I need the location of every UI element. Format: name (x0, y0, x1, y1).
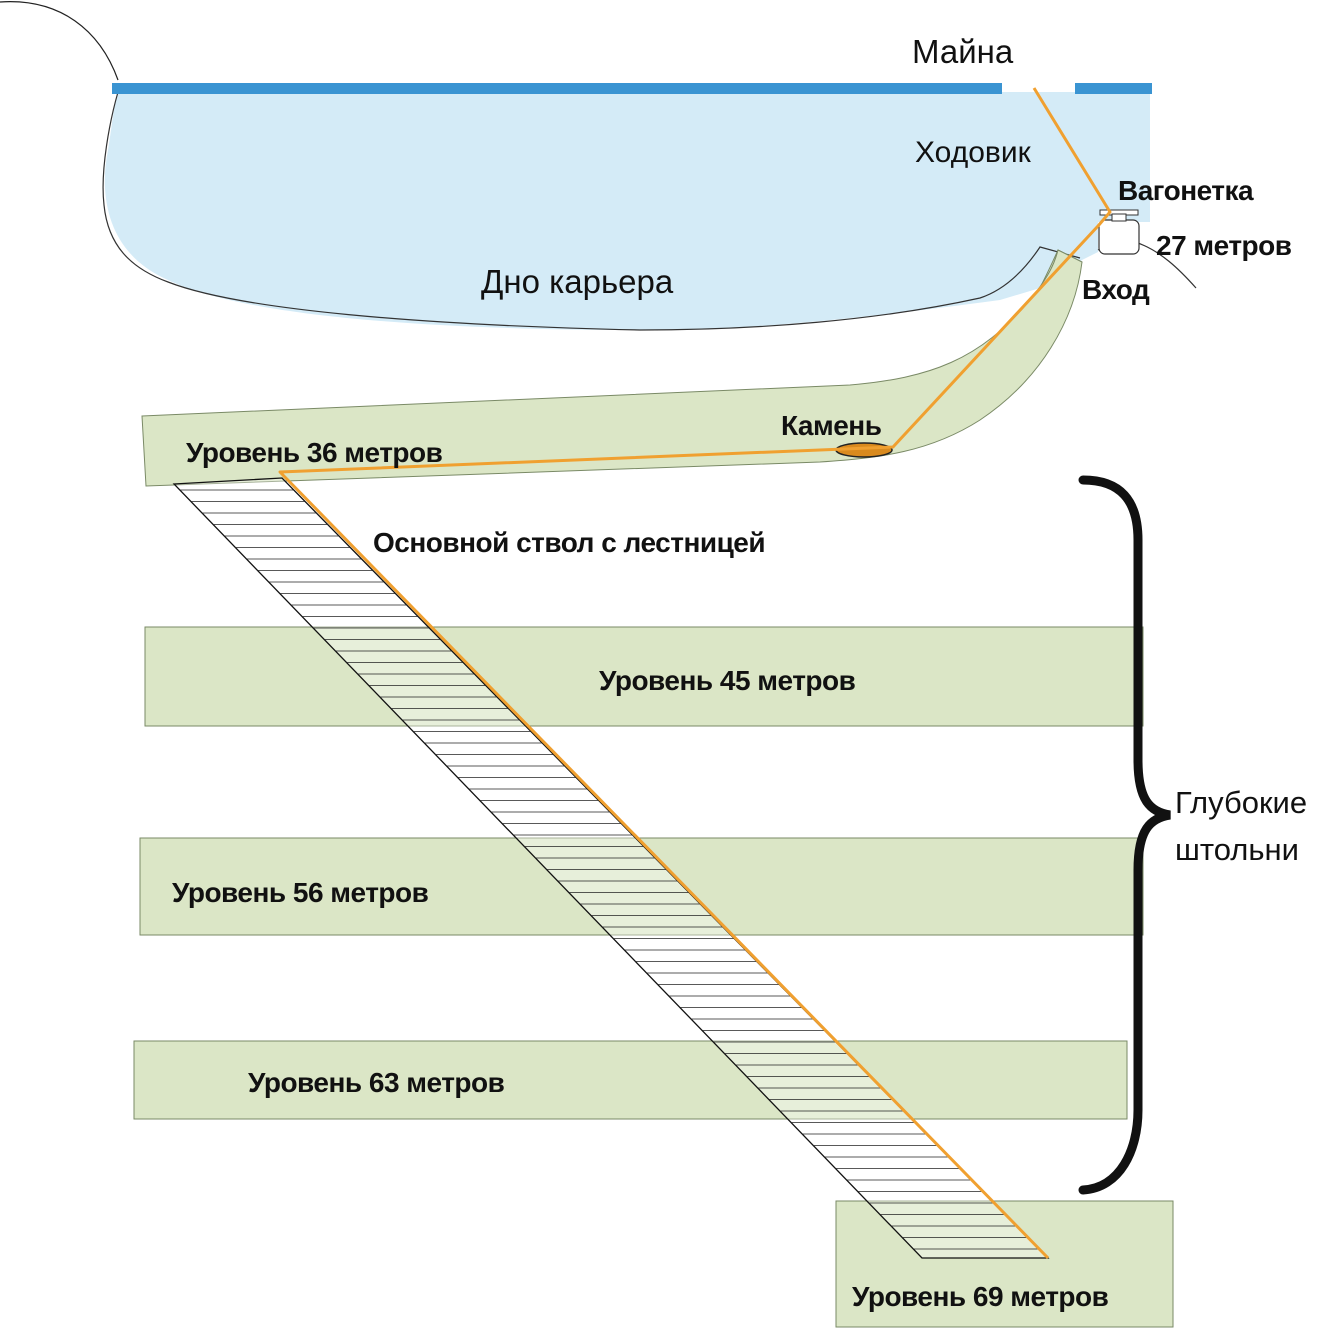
main-shaft (172, 477, 1050, 1259)
label-deep-adits-2: штольни (1175, 832, 1299, 867)
label-depth-27: 27 метров (1156, 230, 1292, 261)
label-dno-karera: Дно карьера (481, 263, 674, 300)
label-main-shaft: Основной ствол с лестницей (373, 527, 765, 558)
label-level-63: Уровень 63 метров (248, 1067, 505, 1098)
ice-surface-right (1075, 83, 1152, 94)
deep-adits-brace (1078, 475, 1171, 1195)
label-level-56: Уровень 56 метров (172, 877, 429, 908)
ladder-rungs (179, 489, 1040, 1250)
label-deep-adits-1: Глубокие (1175, 785, 1307, 820)
route-line (278, 87, 1112, 1260)
label-vagonetka: Вагонетка (1118, 175, 1254, 206)
label-mayna: Майна (912, 33, 1014, 70)
label-kamen: Камень (781, 410, 882, 441)
shore-line (0, 1, 119, 81)
level-56-tunnel (139, 837, 1144, 936)
label-khodovik: Ходовик (915, 136, 1032, 169)
label-level-45: Уровень 45 метров (599, 665, 856, 696)
label-level-69: Уровень 69 метров (852, 1281, 1109, 1312)
quarry-bottom-outline (102, 91, 1081, 331)
ice-surface-left (112, 83, 1002, 94)
level-45-tunnel (144, 626, 1144, 727)
label-vkhod: Вход (1082, 274, 1150, 305)
label-level-36: Уровень 36 метров (186, 437, 443, 468)
level-36-tunnel (141, 249, 1083, 487)
level-63-tunnel (133, 1040, 1128, 1120)
cart-icon (1098, 209, 1140, 255)
level-69-tunnel (835, 1200, 1174, 1328)
quarry-water (104, 92, 1150, 330)
